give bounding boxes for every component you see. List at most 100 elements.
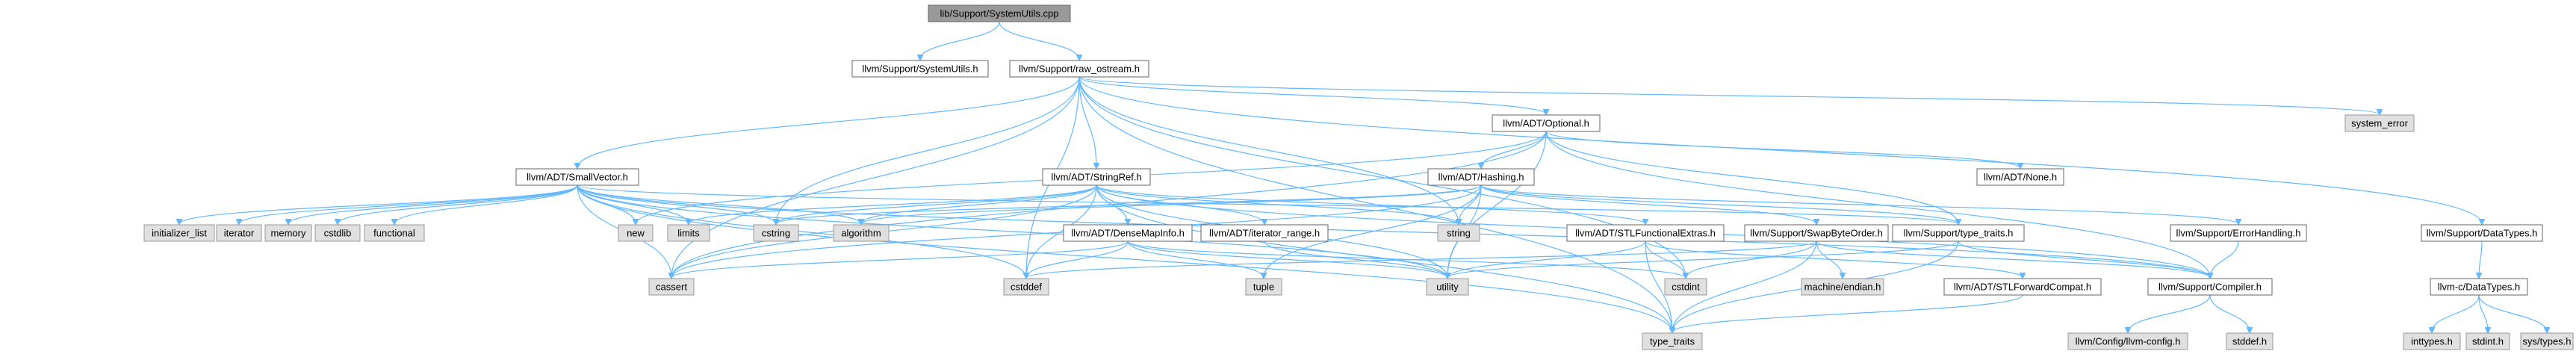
edge-compiler-to-stddef bbox=[2209, 294, 2250, 332]
edge-smallvector-to-type_traits bbox=[577, 184, 1672, 332]
node-errorhandling[interactable]: llvm/Support/ErrorHandling.h bbox=[2170, 224, 2307, 242]
node-swapbyteorder[interactable]: llvm/Support/SwapByteOrder.h bbox=[1744, 224, 1889, 242]
node-llvmc-datatypes[interactable]: llvm-c/DataTypes.h bbox=[2430, 278, 2528, 296]
edge-iterator_range-to-utility bbox=[1264, 240, 1447, 278]
node-box bbox=[1801, 278, 1884, 296]
node-box bbox=[264, 224, 312, 242]
edge-raw_ostream-to-cstring bbox=[776, 76, 1080, 224]
edge-raw_ostream-to-optional bbox=[1078, 76, 1546, 114]
nodes-layer: lib/Support/SystemUtils.cpp llvm/Support/… bbox=[143, 4, 2574, 350]
node-box bbox=[2403, 332, 2461, 350]
node-box bbox=[2226, 332, 2274, 350]
node-stlfunctionalextras[interactable]: llvm/ADT/STLFunctionalExtras.h bbox=[1566, 224, 1725, 242]
edge-raw_ostream-to-string bbox=[1078, 76, 1459, 224]
edge-densemapinfo-to-tuple bbox=[1127, 240, 1264, 278]
edge-llvmc_datatypes-to-stdint bbox=[2478, 294, 2488, 332]
node-label: functional bbox=[373, 228, 415, 239]
edge-smallvector-to-memory bbox=[288, 184, 578, 224]
node-stdint: stdint.h bbox=[2465, 332, 2510, 350]
edge-optional-to-none bbox=[1545, 131, 2020, 168]
node-box bbox=[833, 224, 890, 242]
node-system-error: system_error bbox=[2344, 114, 2415, 132]
node-densemapinfo[interactable]: llvm/ADT/DenseMapInfo.h bbox=[1063, 224, 1193, 242]
edge-smallvector-to-cstring bbox=[577, 184, 776, 224]
edge-smallvector-to-initializer_list bbox=[179, 184, 578, 224]
node-label: iterator bbox=[224, 228, 255, 239]
node-box bbox=[1892, 224, 2025, 242]
node-box bbox=[2465, 332, 2510, 350]
node-label: stddef.h bbox=[2232, 336, 2267, 347]
node-type-traits-h[interactable]: llvm/Support/type_traits.h bbox=[1892, 224, 2025, 242]
edge-swapbyteorder-to-cstddef bbox=[1026, 240, 1817, 278]
node-cstdlib: cstdlib bbox=[314, 224, 361, 242]
node-box bbox=[851, 60, 989, 78]
edge-type_traits_h-to-utility bbox=[1447, 240, 1959, 278]
node-label: stdint.h bbox=[2472, 336, 2504, 347]
node-box bbox=[2344, 114, 2415, 132]
node-label: llvm/Support/SystemUtils.h bbox=[862, 63, 978, 75]
node-datatypes-h[interactable]: llvm/Support/DataTypes.h bbox=[2421, 224, 2543, 242]
node-label: llvm/Config/llvm-config.h bbox=[2076, 336, 2181, 347]
edge-type_traits_h-to-compiler bbox=[1958, 240, 2210, 278]
edge-hashing-to-errorhandling bbox=[1480, 184, 2238, 224]
node-label: lib/Support/SystemUtils.cpp bbox=[940, 8, 1059, 19]
node-algorithm: algorithm bbox=[833, 224, 890, 242]
edge-smallvector-to-functional bbox=[394, 184, 578, 224]
node-smallvector[interactable]: llvm/ADT/SmallVector.h bbox=[515, 168, 639, 186]
node-cstring: cstring bbox=[753, 224, 799, 242]
node-initializer-list: initializer_list bbox=[143, 224, 215, 242]
node-label: llvm/ADT/STLFunctionalExtras.h bbox=[1575, 228, 1716, 239]
edge-stringref-to-algorithm bbox=[861, 184, 1097, 224]
edge-stlforwardcompat-to-type_traits bbox=[1672, 294, 2023, 332]
edge-hashing-to-swapbyteorder bbox=[1480, 184, 1816, 224]
node-box bbox=[1063, 224, 1193, 242]
edge-smallvector-to-compiler bbox=[577, 184, 2210, 278]
node-label: utility bbox=[1436, 282, 1459, 293]
node-label: machine/endian.h bbox=[1804, 282, 1881, 293]
edge-swapbyteorder-to-compiler bbox=[1816, 240, 2210, 278]
edge-hashing-to-cstring bbox=[776, 184, 1482, 224]
node-box bbox=[515, 168, 639, 186]
node-label: llvm/ADT/STLForwardCompat.h bbox=[1954, 282, 2091, 293]
edge-hashing-to-tuple bbox=[1264, 184, 1482, 278]
node-label: sys/types.h bbox=[2522, 336, 2571, 347]
node-sys-types: sys/types.h bbox=[2520, 332, 2574, 350]
node-cstdint: cstdint bbox=[1664, 278, 1707, 296]
node-llvm-config: llvm/Config/llvm-config.h bbox=[2067, 332, 2188, 350]
node-none[interactable]: llvm/ADT/None.h bbox=[1976, 168, 2064, 186]
edge-hashing-to-type_traits_h bbox=[1480, 184, 1958, 224]
edge-swapbyteorder-to-machine_endian bbox=[1816, 240, 1843, 278]
node-sysutils-h[interactable]: llvm/Support/SystemUtils.h bbox=[851, 60, 989, 78]
node-box bbox=[2147, 278, 2273, 296]
node-compiler[interactable]: llvm/Support/Compiler.h bbox=[2147, 278, 2273, 296]
node-label: cstdint bbox=[1672, 282, 1700, 293]
edge-smallvector-to-algorithm bbox=[577, 184, 861, 224]
node-optional[interactable]: llvm/ADT/Optional.h bbox=[1492, 114, 1601, 132]
node-box bbox=[667, 224, 710, 242]
edge-stlfunctionalextras-to-stlforwardcompat bbox=[1645, 240, 2023, 278]
node-label: initializer_list bbox=[152, 228, 207, 239]
edge-stringref-to-limits bbox=[689, 184, 1097, 224]
node-box bbox=[1664, 278, 1707, 296]
edge-stlfunctionalextras-to-type_traits bbox=[1645, 240, 1672, 332]
node-stlforwardcompat[interactable]: llvm/ADT/STLForwardCompat.h bbox=[1943, 278, 2102, 296]
edge-hashing-to-algorithm bbox=[861, 184, 1482, 224]
node-stddef: stddef.h bbox=[2226, 332, 2274, 350]
node-box bbox=[1976, 168, 2064, 186]
node-iterator-range[interactable]: llvm/ADT/iterator_range.h bbox=[1200, 224, 1329, 242]
edge-raw_ostream-to-cstdint bbox=[1078, 76, 1686, 278]
node-label: llvm-c/DataTypes.h bbox=[2438, 282, 2521, 293]
node-label: llvm/ADT/StringRef.h bbox=[1051, 172, 1141, 183]
node-label: system_error bbox=[2351, 118, 2409, 129]
edge-swapbyteorder-to-cstdint bbox=[1686, 240, 1817, 278]
node-stringref[interactable]: llvm/ADT/StringRef.h bbox=[1042, 168, 1151, 186]
node-box bbox=[314, 224, 361, 242]
edge-stringref-to-cstring bbox=[776, 184, 1097, 224]
node-hashing[interactable]: llvm/ADT/Hashing.h bbox=[1427, 168, 1535, 186]
node-box bbox=[1426, 278, 1469, 296]
edge-optional-to-hashing bbox=[1481, 131, 1547, 168]
node-root[interactable]: lib/Support/SystemUtils.cpp bbox=[928, 4, 1071, 22]
node-label: llvm/ADT/Optional.h bbox=[1503, 118, 1589, 129]
node-raw-ostream[interactable]: llvm/Support/raw_ostream.h bbox=[1009, 60, 1149, 78]
edge-raw_ostream-to-system_error bbox=[1078, 76, 2380, 114]
